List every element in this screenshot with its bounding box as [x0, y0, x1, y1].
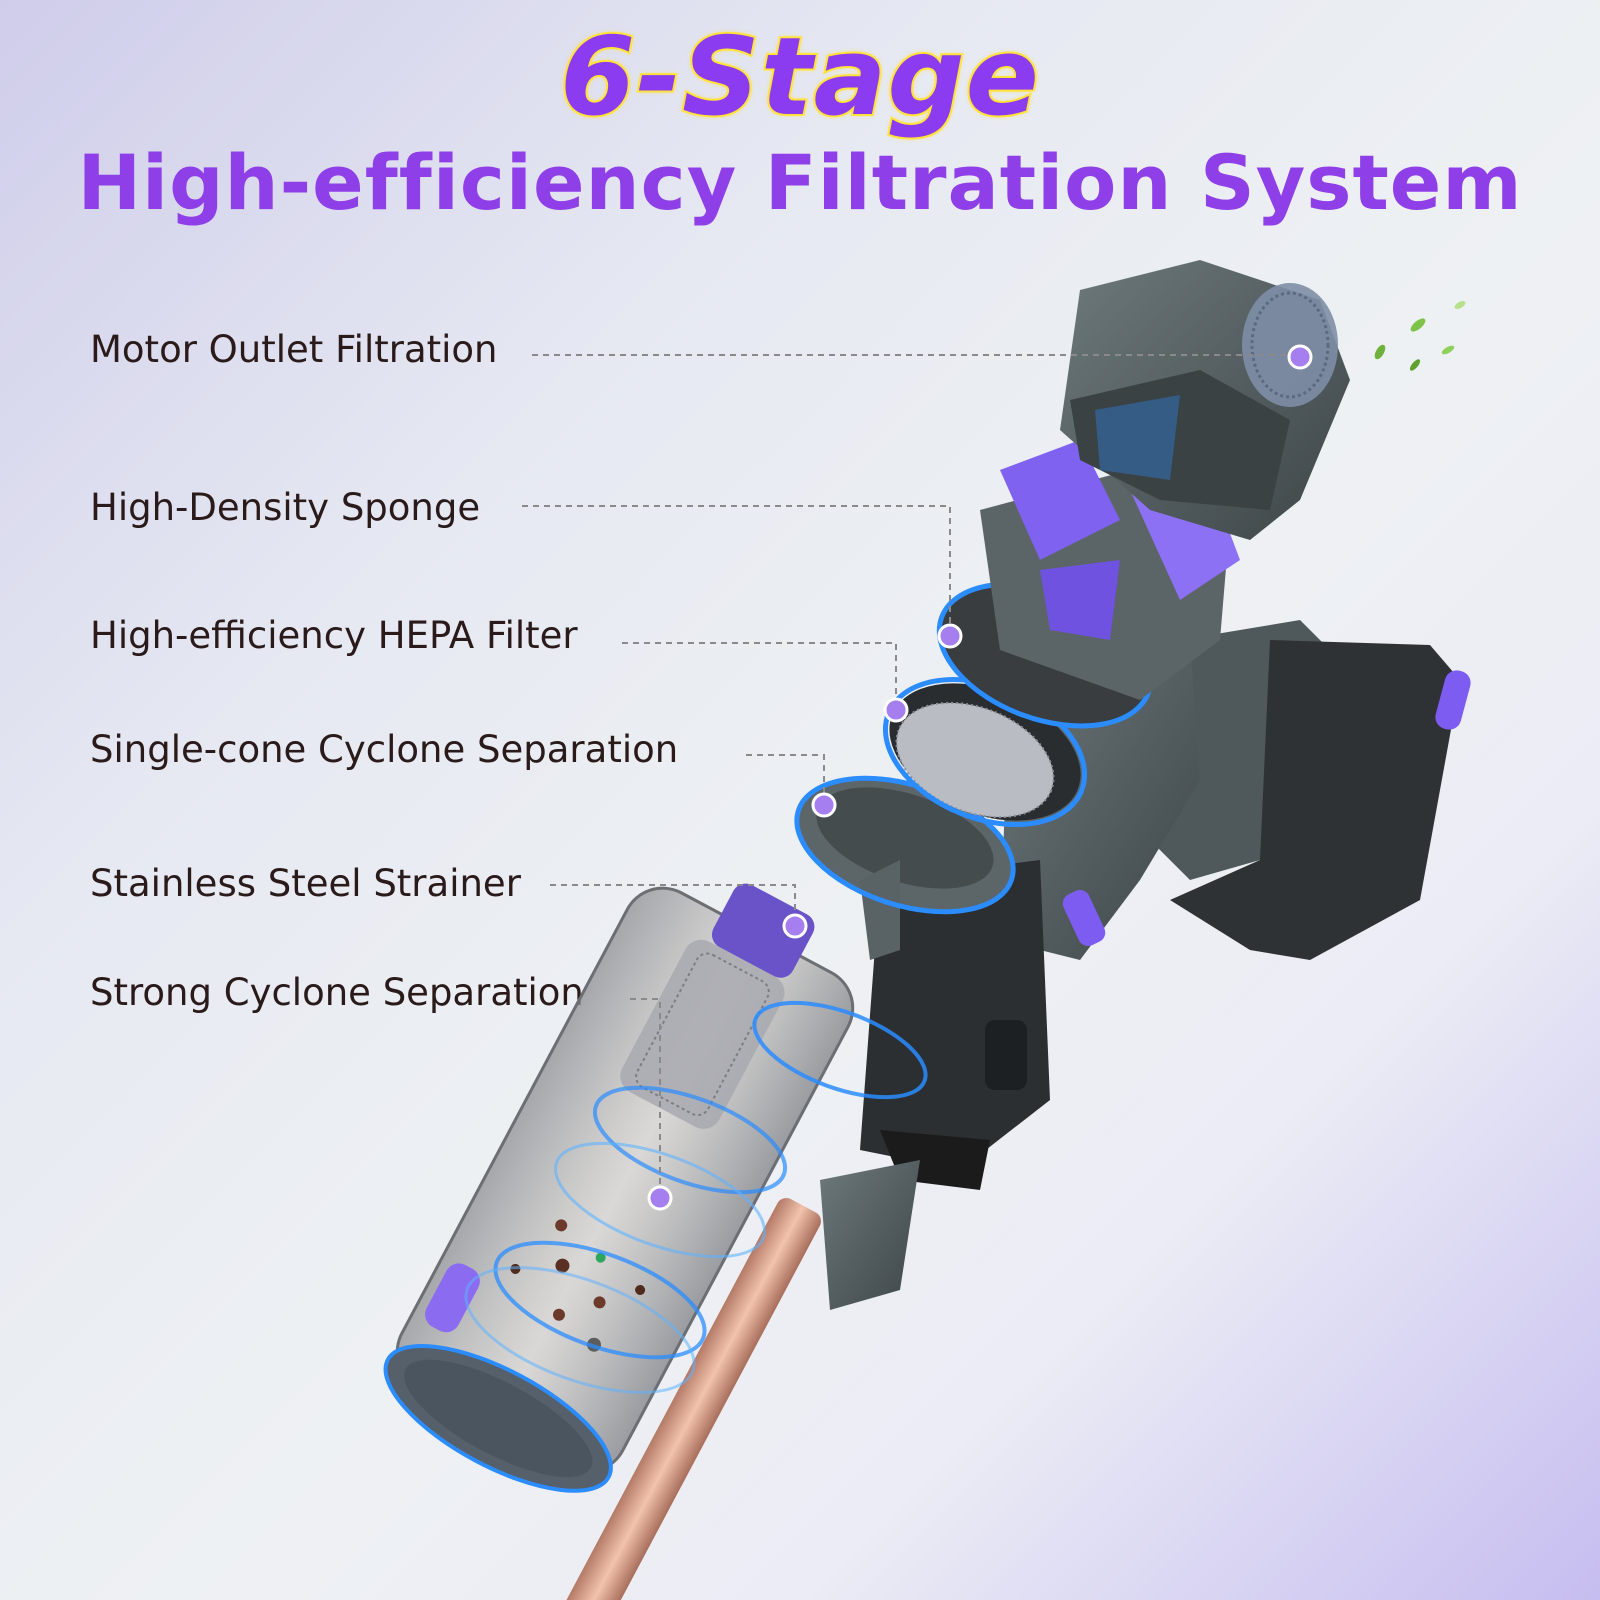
fresh-air-leaf-icons: [1374, 301, 1466, 371]
main-body: [820, 860, 1050, 1310]
leader-line-hepa: [622, 642, 897, 710]
cyclone-cone-part: [794, 775, 1016, 960]
filter-cage-part: [980, 440, 1240, 700]
stage-label-strong-cyclone: Strong Cyclone Separation: [90, 971, 584, 1014]
marker-dot-sponge: [937, 623, 963, 649]
stage-label-high-density-sponge: High-Density Sponge: [90, 486, 481, 529]
marker-dot-single-cone: [811, 792, 837, 818]
leader-line-strainer: [550, 884, 796, 926]
stage-label-hepa-filter: High-efficiency HEPA Filter: [90, 614, 578, 657]
marker-dot-strong-cyclone: [647, 1185, 673, 1211]
stage-label-motor-outlet-filtration: Motor Outlet Filtration: [90, 328, 498, 371]
leader-line-sponge: [522, 505, 951, 636]
dust-bin: [383, 883, 855, 1493]
stage-label-stainless-steel-strainer: Stainless Steel Strainer: [90, 862, 521, 905]
marker-dot-motor-outlet: [1287, 344, 1313, 370]
stage-label-single-cone-cyclone: Single-cone Cyclone Separation: [90, 728, 679, 771]
leader-line-single-cone: [746, 754, 825, 805]
marker-dot-hepa: [883, 697, 909, 723]
marker-dot-strainer: [782, 913, 808, 939]
headline-title: 6-Stage: [558, 15, 1041, 140]
handle-assembly: [1000, 620, 1471, 960]
callout-leader-lines: [522, 354, 1300, 1198]
airflow-glow-rings: [464, 1000, 928, 1394]
motor-outlet-cap: [1060, 260, 1350, 540]
callout-marker-dots: [647, 344, 1313, 1211]
headline-subtitle: High-efficiency Filtration System: [77, 138, 1523, 227]
wand-tube: [564, 1198, 821, 1600]
